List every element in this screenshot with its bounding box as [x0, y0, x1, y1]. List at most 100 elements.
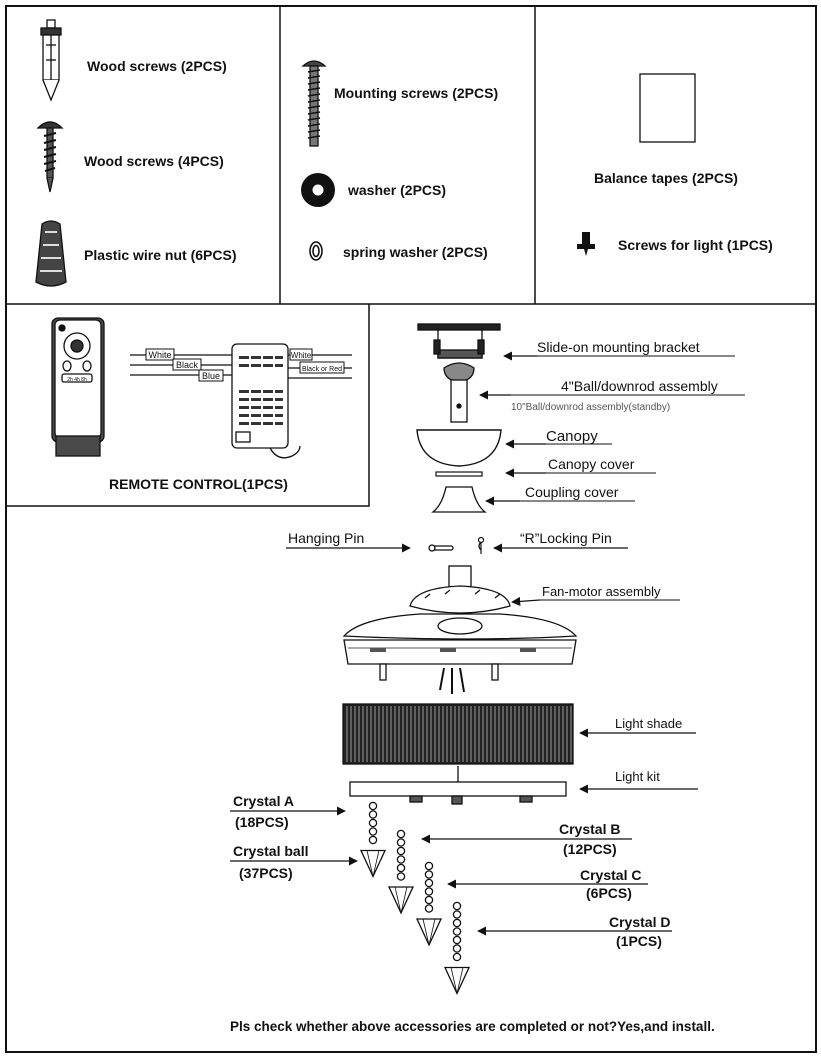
anchor-screw-icon	[40, 19, 62, 102]
crystal-bead	[452, 901, 462, 911]
crystal-bead	[452, 927, 462, 936]
label-crystal-b-qty: (12PCS)	[563, 841, 617, 857]
label-motor: Fan-motor assembly	[542, 584, 661, 599]
label-crystal-c-qty: (6PCS)	[586, 885, 632, 901]
label-bracket: Slide-on mounting bracket	[537, 339, 700, 355]
spring-washer-icon	[309, 241, 323, 261]
label-light-kit: Light kit	[615, 769, 660, 784]
label-coupling-cover: Coupling cover	[525, 484, 619, 500]
crystal-bead	[368, 810, 378, 819]
crystal-bead	[424, 870, 434, 879]
label-wood-screws-4: Wood screws (4PCS)	[84, 153, 224, 169]
crystal-pendant	[443, 966, 471, 996]
crystal-facet	[366, 850, 380, 877]
downrod-icon	[443, 362, 475, 423]
label-crystal-a: Crystal A	[233, 793, 294, 809]
wire-tag-white-right	[289, 348, 313, 361]
crystal-bead	[452, 935, 462, 945]
label-downrod-alt: 10"Ball/downrod assembly(standby)	[511, 402, 670, 413]
crystal-facet	[394, 886, 408, 914]
wire-label-black-left: Black	[176, 360, 199, 370]
crystal-strand-b-icon	[387, 829, 415, 915]
arrow-motor	[511, 596, 541, 606]
crystal-pendant	[359, 849, 387, 879]
receiver-module-icon	[231, 343, 301, 459]
wire-label-blue-left: Blue	[202, 371, 220, 381]
outer-frame	[5, 5, 817, 1053]
crystal-bead	[396, 846, 406, 856]
wire-label-white-left: White	[148, 350, 171, 360]
crystal-facet	[422, 918, 436, 946]
crystal-bead	[452, 918, 462, 928]
wire-tag-black-left	[172, 358, 202, 371]
crystal-bead	[424, 887, 434, 896]
label-mounting-screws: Mounting screws (2PCS)	[334, 85, 498, 101]
label-canopy-cover: Canopy cover	[548, 456, 635, 472]
crystal-bead	[368, 801, 378, 811]
crystal-bead	[452, 910, 462, 919]
crystal-bead	[396, 829, 406, 839]
canopy-icon	[416, 429, 502, 467]
crystal-bead	[368, 818, 378, 828]
remote-handset-icon	[51, 317, 105, 457]
wire-tag-blue-left	[198, 369, 224, 382]
crystal-bead	[396, 872, 406, 881]
label-hanging-pin: Hanging Pin	[288, 530, 364, 546]
crystal-bead	[396, 855, 406, 864]
wire-label-black-red-right: Black or Red	[302, 366, 342, 373]
remote-title: REMOTE CONTROL(1PCS)	[109, 476, 288, 492]
label-canopy: Canopy	[546, 428, 598, 445]
wire-tag-white-left	[145, 348, 175, 361]
wire-nut-icon	[35, 220, 67, 287]
label-balance-tapes: Balance tapes (2PCS)	[594, 170, 738, 186]
wood-screw-icon	[36, 121, 64, 193]
label-washer: washer (2PCS)	[347, 182, 446, 198]
crystal-bead	[424, 878, 434, 888]
hanging-pin-icon	[428, 544, 454, 552]
remote-box-border	[6, 304, 370, 507]
label-crystal-ball-qty: (37PCS)	[239, 865, 293, 881]
label-spring-washer: spring washer (2PCS)	[343, 244, 488, 260]
crystal-pendant	[415, 918, 443, 947]
footer-note: Pls check whether above accessories are …	[230, 1019, 715, 1034]
coupling-cover-icon	[431, 486, 487, 513]
crystal-bead	[396, 838, 406, 847]
label-crystal-a-qty: (18PCS)	[235, 814, 289, 830]
label-crystal-b: Crystal B	[559, 821, 620, 837]
washer-icon	[301, 173, 335, 207]
label-screws-light: Screws for light (1PCS)	[618, 237, 773, 253]
label-locking-pin: “R”Locking Pin	[520, 530, 612, 546]
label-crystal-d-qty: (1PCS)	[616, 933, 662, 949]
crystal-bead	[424, 895, 434, 905]
light-screw-icon	[577, 232, 595, 256]
crystal-pendant	[387, 886, 415, 915]
label-downrod: 4"Ball/downrod assembly	[561, 378, 718, 394]
wire-label-white-right: White	[291, 351, 312, 360]
crystal-bead	[452, 952, 462, 962]
mounting-bracket-icon	[417, 323, 501, 359]
crystal-strand-d-icon	[443, 901, 471, 996]
light-kit-icon	[349, 766, 567, 805]
light-shade-icon	[342, 703, 574, 765]
label-wire-nut: Plastic wire nut (6PCS)	[84, 247, 236, 263]
label-crystal-d: Crystal D	[609, 914, 670, 930]
canopy-cover-icon	[435, 471, 483, 477]
label-crystal-c: Crystal C	[580, 867, 641, 883]
crystal-bead	[396, 863, 406, 873]
crystal-bead	[452, 944, 462, 953]
crystal-facet	[450, 967, 464, 994]
balance-tape-icon	[639, 73, 696, 143]
crystal-bead	[368, 827, 378, 836]
mounting-screw-icon	[301, 60, 327, 147]
wire-tag-black-red-right	[299, 361, 345, 374]
label-wood-screws-2: Wood screws (2PCS)	[87, 58, 227, 74]
label-crystal-ball: Crystal ball	[233, 843, 308, 859]
crystal-bead	[368, 835, 378, 845]
locking-pin-icon	[477, 536, 485, 554]
crystal-strand-a-icon	[359, 801, 387, 879]
crystal-strand-c-icon	[415, 861, 443, 947]
label-light-shade: Light shade	[615, 716, 682, 731]
crystal-bead	[424, 861, 434, 871]
crystal-bead	[424, 904, 434, 913]
